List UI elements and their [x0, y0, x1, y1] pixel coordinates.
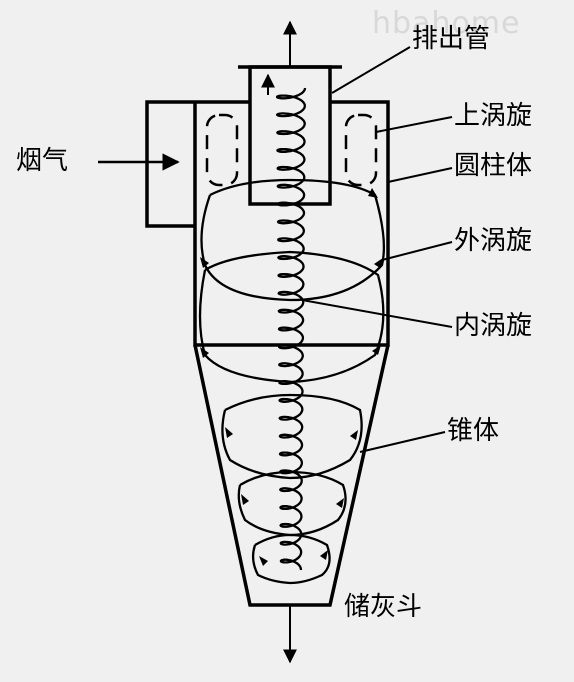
- inlet-duct: [145, 100, 195, 228]
- outer-vortex-loop-5: [251, 533, 331, 585]
- inner-vortex-spiral: [275, 87, 307, 571]
- leader-upper-vortex: [375, 116, 453, 133]
- label-outer-vortex: 外涡旋: [454, 226, 533, 256]
- leader-cone: [359, 431, 446, 453]
- leader-outer-vortex: [381, 241, 453, 261]
- leader-inner-vortex: [301, 299, 453, 328]
- label-inner-vortex: 内涡旋: [454, 311, 533, 341]
- label-cone: 锥体: [447, 416, 500, 446]
- label-ash-hopper: 储灰斗: [344, 592, 423, 622]
- label-cylinder: 圆柱体: [454, 151, 533, 181]
- outer-vortex-loop-4: [237, 470, 347, 537]
- outer-vortex-loop-2: [198, 250, 385, 384]
- watermark: hbahome: [372, 6, 521, 41]
- leader-exhaust: [331, 46, 411, 94]
- leader-cylinder: [387, 167, 453, 183]
- upper-vortex-right: [344, 113, 378, 187]
- label-flue-gas: 烟气: [16, 146, 69, 176]
- label-exhaust-pipe: 排出管: [412, 24, 491, 54]
- upper-vortex-left: [205, 113, 239, 187]
- outer-vortex-loop-3: [221, 393, 363, 480]
- label-upper-vortex: 上涡旋: [454, 101, 533, 131]
- exhaust-pipe: [248, 65, 332, 206]
